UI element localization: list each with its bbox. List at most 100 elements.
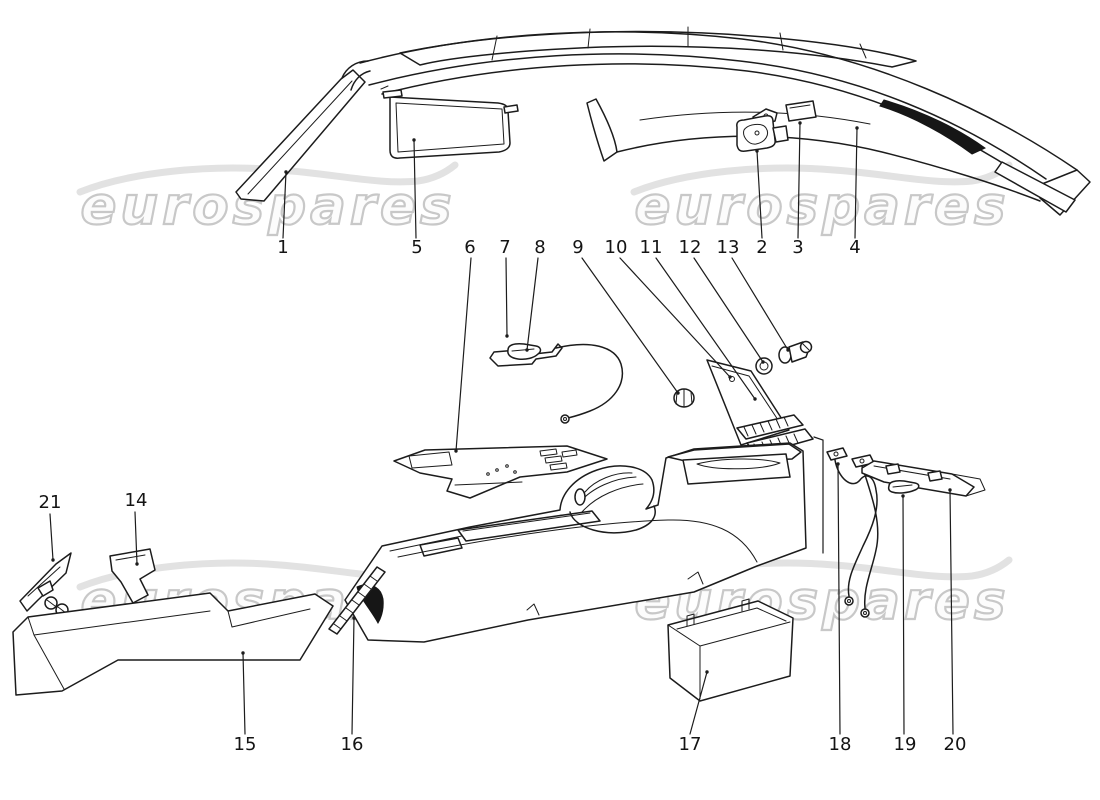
callout-21: 21 xyxy=(39,492,62,562)
headliner-notch xyxy=(586,98,618,162)
part-number-label: 14 xyxy=(125,490,148,511)
leader-dot xyxy=(676,391,680,395)
leader-dot xyxy=(761,360,765,364)
callout-14: 14 xyxy=(125,490,148,566)
roof-sheet xyxy=(399,30,917,68)
hinge-strip xyxy=(736,414,804,440)
leader-line xyxy=(693,257,764,363)
part-number-label: 13 xyxy=(717,237,740,258)
courtesy-light xyxy=(736,115,776,152)
leader-dot xyxy=(901,494,905,498)
part-number-label: 6 xyxy=(464,237,475,258)
part-number-label: 15 xyxy=(234,734,257,755)
visor-pivot xyxy=(382,89,403,99)
leader-line xyxy=(505,257,508,337)
harness-terminal xyxy=(826,447,848,461)
visor-clip xyxy=(503,104,519,114)
part-number-label: 1 xyxy=(277,237,288,258)
watermark-text: eurospares xyxy=(634,176,1009,237)
part-number-label: 19 xyxy=(894,734,917,755)
leader-line xyxy=(351,617,355,735)
leader-line xyxy=(949,489,954,735)
cable-and-lock-parts xyxy=(489,340,814,456)
callout-17: 17 xyxy=(679,670,709,755)
washer xyxy=(755,357,773,375)
leader-line xyxy=(756,150,763,239)
watermark: eurospares xyxy=(630,161,1013,238)
leader-line xyxy=(731,257,789,351)
part-number-label: 21 xyxy=(39,492,62,513)
leader-dot xyxy=(728,375,732,379)
header-band-upper xyxy=(359,31,1078,171)
leader-line xyxy=(134,511,138,565)
part-number-label: 12 xyxy=(679,237,702,258)
light-bracket xyxy=(772,125,789,143)
watermark-swoosh xyxy=(76,161,459,196)
sill-panel xyxy=(12,592,334,696)
right-sill-strip xyxy=(994,161,1076,213)
console-body xyxy=(344,442,807,643)
leader-dot xyxy=(786,348,790,352)
callout-16: 16 xyxy=(341,616,364,755)
callout-20: 20 xyxy=(944,488,967,755)
part-number-label: 10 xyxy=(605,237,628,258)
harness-wire xyxy=(861,465,879,609)
leader-line xyxy=(526,257,539,351)
leader-line xyxy=(902,495,905,735)
leader-dot xyxy=(855,126,859,130)
switch-panel-plate xyxy=(393,445,608,499)
leader-line xyxy=(242,652,246,735)
corner-trim-piece xyxy=(109,548,156,604)
callout-13: 13 xyxy=(717,237,790,352)
leader-dot xyxy=(241,651,245,655)
callout-6: 6 xyxy=(454,237,476,453)
part-number-label: 5 xyxy=(411,237,422,258)
callout-12: 12 xyxy=(679,237,765,364)
leader-line xyxy=(282,171,287,239)
callout-11: 11 xyxy=(640,237,757,401)
leader-line xyxy=(413,139,417,239)
shadow-wedge xyxy=(879,99,986,155)
edge-trim-strip xyxy=(328,566,386,635)
latch-slider xyxy=(887,480,920,494)
leader-dot xyxy=(352,616,356,620)
switch-panel-outline xyxy=(393,445,608,499)
callout-3: 3 xyxy=(792,121,804,258)
part-number-label: 3 xyxy=(792,237,803,258)
a-pillar-trim xyxy=(235,69,366,202)
callout-8: 8 xyxy=(525,237,546,352)
leader-line xyxy=(837,463,841,735)
release-cable xyxy=(555,343,624,419)
callout-5: 5 xyxy=(411,138,423,258)
pull-handle xyxy=(507,343,542,360)
part-number-label: 7 xyxy=(499,237,510,258)
callout-19: 19 xyxy=(894,494,917,755)
leader-dot xyxy=(798,121,802,125)
leader-line xyxy=(797,122,801,239)
part-number-label: 8 xyxy=(534,237,545,258)
sun-visor xyxy=(389,96,511,159)
leader-dot xyxy=(836,462,840,466)
roof-assembly-drawing xyxy=(235,26,1091,216)
leader-line xyxy=(455,257,472,452)
part-number-label: 16 xyxy=(341,734,364,755)
callout-2: 2 xyxy=(755,149,768,258)
part-number-label: 20 xyxy=(944,734,967,755)
headliner-lower-edge xyxy=(616,135,1041,202)
part-number-label: 4 xyxy=(849,237,860,258)
gear-lever-hole xyxy=(574,488,586,506)
leader-dot xyxy=(505,334,509,338)
part-number-label: 9 xyxy=(572,237,583,258)
callout-1: 1 xyxy=(277,170,289,258)
switch-plate xyxy=(785,100,817,122)
reference-line xyxy=(813,436,824,554)
callout-9: 9 xyxy=(572,237,680,395)
callout-10: 10 xyxy=(605,237,732,379)
leader-line xyxy=(619,257,731,378)
leader-dot xyxy=(948,488,952,492)
leader-line xyxy=(655,257,756,400)
sill-and-trim-parts xyxy=(12,548,334,696)
